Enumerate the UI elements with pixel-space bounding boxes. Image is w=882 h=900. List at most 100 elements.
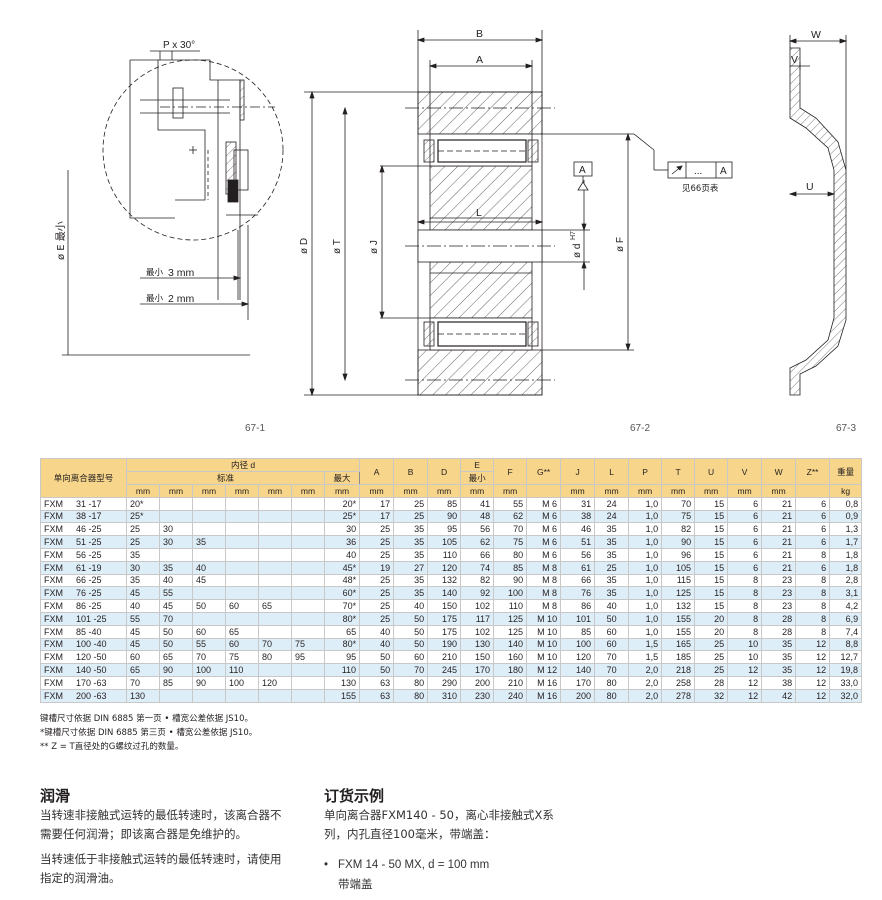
table-cell: 50 (359, 663, 395, 677)
table-cell: 80 (594, 688, 630, 703)
table-cell: 25 (393, 509, 429, 524)
unit-cell: mm (460, 484, 495, 498)
table-cell: 21 (761, 509, 797, 524)
table-cell: 35 (393, 573, 429, 588)
table-cell: 1,0 (628, 547, 663, 562)
table-cell: 90 (427, 509, 462, 524)
table-cell: 210 (427, 650, 462, 665)
model-prefix: FXM (44, 562, 63, 573)
table-cell: 65 (126, 663, 160, 677)
table-cell: 140 (493, 637, 528, 652)
table-cell: 36 (323, 535, 361, 549)
table-cell: 100 (225, 675, 259, 690)
table-cell: 4,2 (829, 599, 863, 613)
table-cell (291, 586, 325, 601)
table-cell (159, 688, 193, 703)
table-cell: 8 (795, 547, 831, 562)
col-header-l: L (594, 458, 630, 485)
table-cell: 55 (159, 586, 193, 601)
table-cell: 65 (323, 624, 361, 639)
model-prefix: FXM (44, 537, 63, 548)
table-cell (258, 573, 292, 588)
table-cell: 102 (460, 599, 495, 613)
table-cell: 35 (594, 573, 630, 588)
model-prefix: FXM (44, 524, 63, 535)
table-cell: 60 (192, 624, 226, 639)
table-cell: 1,0 (628, 496, 663, 511)
model-prefix: FXM (44, 601, 63, 612)
table-cell: 25* (126, 509, 160, 524)
table-cell: 45 (126, 637, 160, 652)
table-cell: 155 (323, 688, 361, 703)
table-cell: 45 (126, 586, 160, 601)
table-cell: 8 (727, 586, 763, 601)
table-cell: 23 (761, 586, 797, 601)
table-cell: 35 (393, 547, 429, 562)
model-prefix: FXM (44, 690, 63, 701)
dim-u-label: U (806, 181, 814, 193)
table-cell (225, 509, 259, 524)
table-cell: 8 (795, 599, 831, 613)
cell-model: FXM 200 -63 (40, 688, 127, 703)
table-cell: M 12 (526, 663, 562, 677)
table-cell (291, 624, 325, 639)
table-cell (291, 599, 325, 613)
table-cell: 140 (427, 586, 462, 601)
table-cell: 90 (192, 675, 226, 690)
table-cell: 1,8 (829, 547, 863, 562)
table-cell: 6 (727, 522, 763, 537)
table-cell: 70 (258, 637, 292, 652)
table-cell (258, 624, 292, 639)
table-cell: 2,0 (628, 688, 663, 703)
model-prefix: FXM (44, 575, 63, 586)
table-cell: 40 (323, 547, 361, 562)
table-cell: 117 (460, 611, 495, 626)
table-cell: 80 (393, 688, 429, 703)
table-cell: 25 (359, 611, 395, 626)
model-size: 101 -25 (76, 613, 107, 624)
table-cell: 175 (427, 624, 462, 639)
table-cell: 6 (727, 496, 763, 511)
table-cell (225, 496, 259, 511)
model-prefix: FXM (44, 626, 63, 637)
table-cell: 65 (258, 599, 292, 613)
table-cell: 105 (427, 535, 462, 549)
lubrication-p1-line1: 当转速非接触式运转的最低转速时，该离合器不 (40, 808, 282, 822)
model-size: 200 -63 (76, 690, 107, 701)
table-cell: 45* (323, 560, 361, 575)
table-cell: 1,8 (829, 560, 863, 575)
table-cell: 155 (661, 611, 696, 626)
footnote-3: ** Z = T直径处的G螺纹过孔的数量。 (40, 742, 184, 752)
table-cell (291, 675, 325, 690)
col-header-model: 单向离合器型号 (40, 458, 127, 498)
technical-drawings: P x 30° ø E 最小 最小 3 mm 最小 2 mm (55, 28, 848, 397)
table-cell: 82 (661, 522, 696, 537)
table-cell: 132 (661, 599, 696, 613)
table-cell: 50 (393, 637, 429, 652)
table-cell: 60 (594, 637, 630, 652)
table-cell: 55 (493, 496, 528, 511)
unit-cell: mm (661, 484, 696, 498)
model-prefix: FXM (44, 639, 63, 650)
table-cell: 85 (493, 560, 528, 575)
model-prefix: FXM (44, 665, 63, 676)
table-cell: 35 (594, 547, 630, 562)
table-cell: 70 (126, 675, 160, 690)
table-cell: 63 (359, 688, 395, 703)
table-cell: 8 (727, 611, 763, 626)
unit-cell: mm (323, 484, 361, 498)
table-cell: 50 (192, 599, 226, 613)
table-cell: 12 (795, 688, 831, 703)
table-cell (291, 547, 325, 562)
table-cell: 38 (560, 509, 596, 524)
table-cell: 85 (560, 624, 596, 639)
section-drawing (304, 30, 733, 397)
table-cell: 35 (393, 586, 429, 601)
